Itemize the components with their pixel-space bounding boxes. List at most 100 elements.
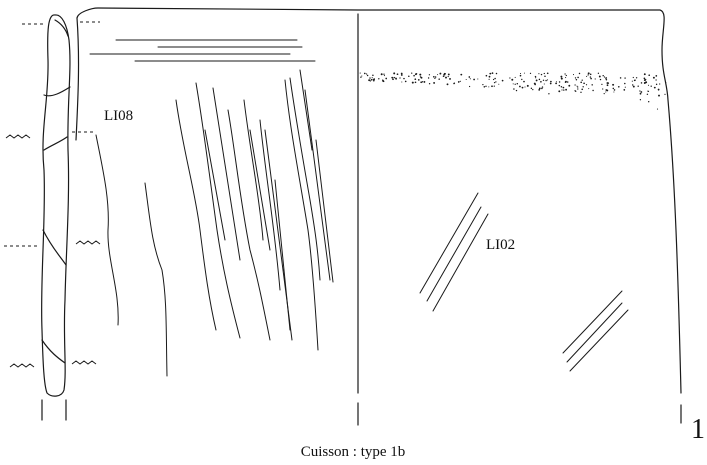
stipple-dot: [488, 78, 490, 80]
stipple-dot: [555, 82, 557, 85]
stipple-dot: [581, 79, 583, 81]
stipple-dot: [568, 84, 571, 87]
stipple-dot: [489, 72, 492, 75]
stipple-dot: [619, 77, 622, 79]
stipple-dot: [420, 76, 423, 79]
stipple-dot: [519, 73, 522, 75]
stipple-dot: [482, 83, 484, 86]
stipple-dot: [400, 74, 403, 76]
stipple-dot: [523, 80, 525, 83]
stipple-dot: [428, 74, 431, 76]
stipple-dot: [538, 89, 541, 91]
stipple-dot: [558, 84, 561, 87]
stipple-dot: [396, 73, 399, 76]
stipple-dot: [512, 83, 514, 85]
stipple-dot: [546, 72, 549, 75]
stipple-dot: [434, 77, 436, 80]
stipple-dot: [488, 86, 490, 88]
stipple-dot: [544, 75, 546, 78]
stipple-dot: [545, 79, 547, 82]
stipple-dot: [421, 81, 424, 83]
stipple-dot: [643, 77, 646, 80]
stipple-dot: [372, 74, 374, 76]
stipple-dot: [432, 75, 435, 78]
stipple-dot: [605, 78, 607, 80]
stipple-dot: [577, 88, 579, 90]
stipple-dot: [485, 85, 487, 88]
stipple-dot: [423, 80, 426, 83]
stipple-dot: [485, 74, 488, 77]
stipple-dot: [524, 86, 526, 88]
stipple-dot: [403, 77, 405, 80]
stipple-dot: [414, 78, 417, 81]
rim-lines: [89, 39, 316, 62]
stipple-dot: [656, 108, 659, 110]
stipple-dot: [612, 83, 615, 86]
stipple-dot: [655, 75, 658, 77]
stipple-dot: [558, 81, 561, 83]
stipple-dot: [658, 94, 660, 97]
stipple-dot: [393, 72, 396, 75]
stipple-dot: [664, 93, 666, 95]
stipple-dot: [563, 89, 565, 91]
stipple-dot: [477, 78, 479, 80]
label-li02: LI02: [486, 237, 515, 253]
stipple-dot: [543, 83, 545, 85]
stipple-dot: [582, 86, 584, 88]
stipple-dot: [535, 79, 538, 82]
stipple-dot: [647, 90, 649, 92]
stipple-dot: [366, 73, 368, 75]
stipple-dot: [399, 77, 401, 79]
stipple-dot: [427, 77, 430, 79]
stipple-dot: [597, 72, 600, 74]
stipple-dot: [540, 73, 543, 76]
stipple-dot: [514, 76, 516, 78]
figure-number: 1: [691, 414, 705, 445]
stipple-dot: [447, 73, 450, 76]
stipple-dot: [560, 77, 563, 80]
stipple-dot: [493, 81, 496, 84]
stipple-dot: [460, 73, 463, 76]
stipple-dot: [366, 74, 369, 77]
stipple-dot: [624, 82, 626, 85]
stipple-dot: [444, 73, 447, 75]
stipple-dot: [643, 82, 646, 84]
stipple-dot: [363, 72, 366, 75]
stipple-dot: [391, 76, 394, 79]
stipple-dot: [578, 72, 581, 75]
stipple-dot: [359, 72, 361, 74]
stipple-dot: [659, 83, 661, 85]
stipple-dot: [438, 78, 440, 80]
stipple-band: [359, 72, 667, 110]
stipple-dot: [640, 82, 643, 84]
stipple-dot: [580, 91, 582, 94]
stipple-dot: [655, 83, 658, 86]
stipple-dot: [513, 88, 515, 90]
stipple-dot: [541, 87, 543, 90]
stipple-dot: [534, 75, 537, 78]
stipple-dot: [564, 80, 567, 83]
stipple-dot: [655, 79, 657, 81]
stipple-dot: [586, 75, 588, 77]
stipple-dot: [613, 89, 616, 91]
stipple-dot: [587, 74, 589, 76]
stipple-dot: [555, 81, 557, 83]
stipple-dot: [639, 92, 642, 95]
stipple-dot: [549, 82, 552, 85]
stipple-dot: [550, 80, 552, 83]
vessel-outline: [75, 7, 682, 426]
stipple-dot: [498, 83, 500, 85]
stipple-dot: [378, 78, 380, 80]
stipple-dot: [535, 77, 537, 79]
stipple-dot: [577, 76, 579, 79]
stipple-dot: [538, 78, 541, 81]
stipple-dot: [653, 86, 656, 89]
stipple-dot: [419, 73, 422, 76]
stipple-dot: [585, 84, 588, 86]
stipple-dot: [624, 77, 626, 79]
stipple-dot: [491, 85, 493, 88]
stipple-dot: [383, 75, 385, 77]
stipple-dot: [465, 78, 467, 81]
stipple-dot: [393, 77, 395, 79]
stipple-dot: [459, 80, 461, 82]
